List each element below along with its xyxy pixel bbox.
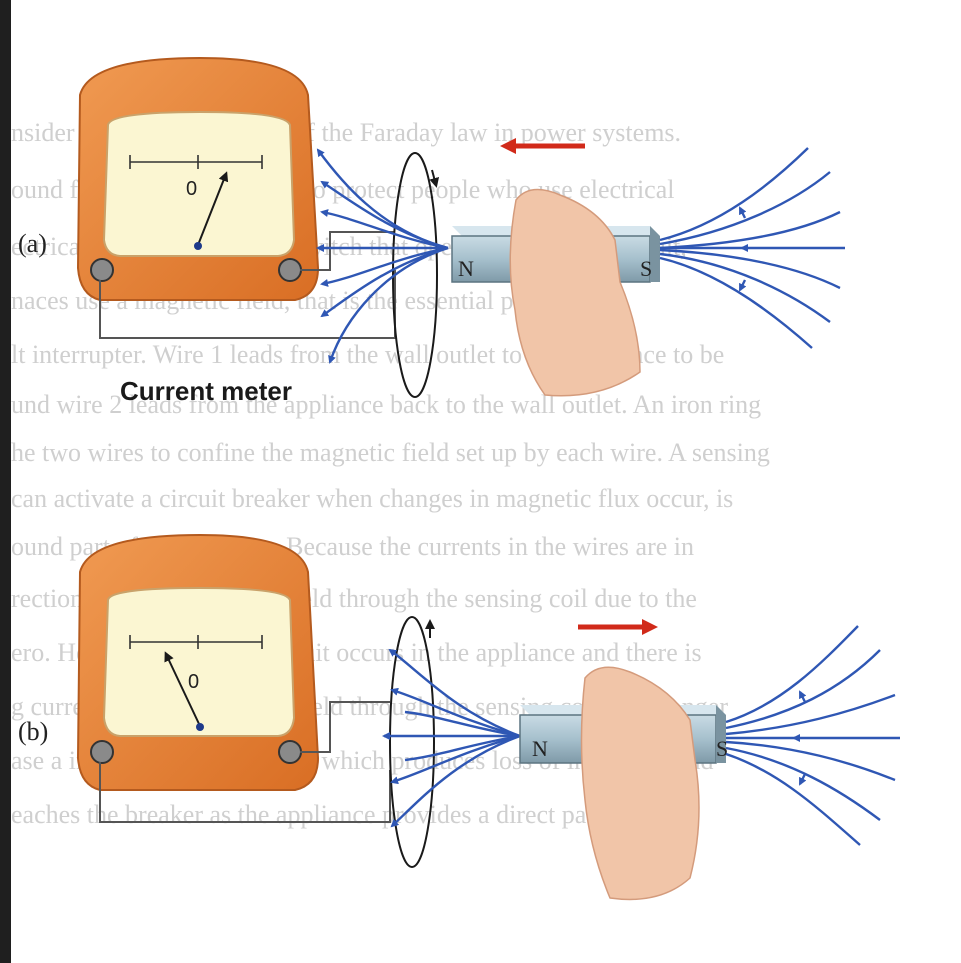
meter-face	[104, 588, 294, 736]
terminal-left	[91, 259, 113, 281]
panel-a: (a) 0	[18, 58, 845, 406]
meter-face	[104, 112, 294, 256]
terminal-left	[91, 741, 113, 763]
zero-label: 0	[188, 671, 199, 693]
current-meter: 0	[78, 535, 318, 790]
zero-label: 0	[186, 178, 197, 200]
induced-current-arrow	[432, 170, 436, 185]
pole-north: N	[458, 256, 474, 281]
pole-south: S	[640, 256, 652, 281]
panel-label: (b)	[18, 717, 48, 746]
hand	[510, 190, 640, 396]
panel-b: (b) 0	[18, 535, 900, 899]
current-meter: 0	[78, 58, 318, 300]
terminal-right	[279, 741, 301, 763]
coil-loop	[393, 153, 437, 397]
field-lines-right	[726, 626, 900, 845]
meter-caption: Current meter	[120, 376, 292, 406]
field-lines-right	[660, 148, 845, 348]
hand	[582, 667, 700, 899]
terminal-right	[279, 259, 301, 281]
panel-label: (a)	[18, 229, 47, 258]
pole-north: N	[532, 736, 548, 761]
field-lines-left	[384, 650, 520, 826]
